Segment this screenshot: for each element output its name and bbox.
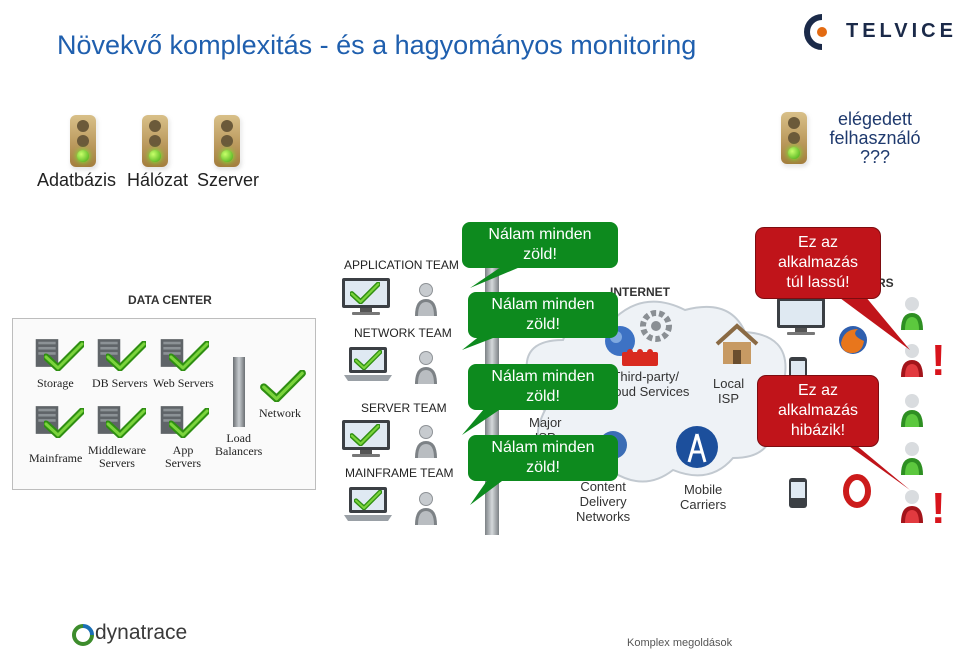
mobile-tower-icon [676, 426, 718, 468]
exclamation-icon-2: ! [931, 484, 946, 533]
mainframe-laptop-icon [344, 487, 392, 521]
application-team-person-icon [415, 283, 437, 316]
network-laptop-icon [344, 347, 392, 381]
server-team-person-icon [415, 425, 437, 458]
traffic-light-icon [70, 115, 96, 167]
application-team-label: APPLICATION TEAM [344, 258, 459, 272]
dynatrace-logo-icon [72, 624, 94, 646]
page-title: Növekvő komplexitás - és a hagyományos m… [57, 30, 697, 60]
network-label: Network [259, 406, 301, 420]
label-server: Szerver [197, 170, 260, 190]
brand-name: TELVICE [846, 20, 957, 42]
datacenter-title: DATA CENTER [128, 293, 212, 307]
third-party-block-icon [622, 349, 658, 366]
opera-icon [843, 474, 871, 508]
db-servers-label: DB Servers [92, 376, 148, 390]
middleware-server-icon [97, 406, 152, 442]
network-team-label: NETWORK TEAM [354, 326, 452, 340]
footer-text: Komplex megoldások [627, 637, 733, 649]
dynatrace-logo-text: dynatrace [95, 621, 188, 644]
satisfied-user-label: elégedett felhasználó ??? [829, 109, 921, 167]
server-team-label: SERVER TEAM [361, 401, 447, 415]
network-check-icon [253, 366, 313, 406]
users-label: RS [877, 276, 894, 290]
firefox-icon [839, 326, 867, 354]
storage-label: Storage [37, 376, 74, 390]
mobile-phone-icon [789, 478, 807, 508]
house-icon [715, 323, 759, 364]
mainframe-label: Mainframe [29, 451, 83, 465]
server-monitor-icon [342, 420, 390, 457]
telvice-logo-icon [804, 14, 827, 50]
exclamation-icon: ! [931, 336, 946, 385]
web-servers-label: Web Servers [153, 376, 214, 390]
web-server-icon [160, 339, 215, 375]
mainframe-icon [35, 406, 90, 442]
traffic-light-icon [214, 115, 240, 167]
application-monitor-icon [342, 278, 390, 315]
brand-logo: TELVICE [802, 14, 953, 50]
mainframe-team-person-icon [415, 492, 437, 525]
db-server-icon [97, 339, 152, 375]
traffic-light-icon [781, 112, 807, 164]
gear-icon [640, 310, 672, 342]
label-database: Adatbázis [37, 170, 117, 190]
third-party-label: Third-party/Cloud Services [602, 369, 690, 399]
network-team-person-icon [415, 351, 437, 384]
app-server-icon [160, 406, 215, 442]
traffic-light-icon [142, 115, 168, 167]
label-network: Hálózat [127, 170, 189, 190]
internet-title: INTERNET [610, 285, 670, 299]
storage-icon [35, 339, 90, 375]
mainframe-team-label: MAINFRAME TEAM [345, 466, 454, 480]
load-balancer-icon [233, 357, 245, 427]
